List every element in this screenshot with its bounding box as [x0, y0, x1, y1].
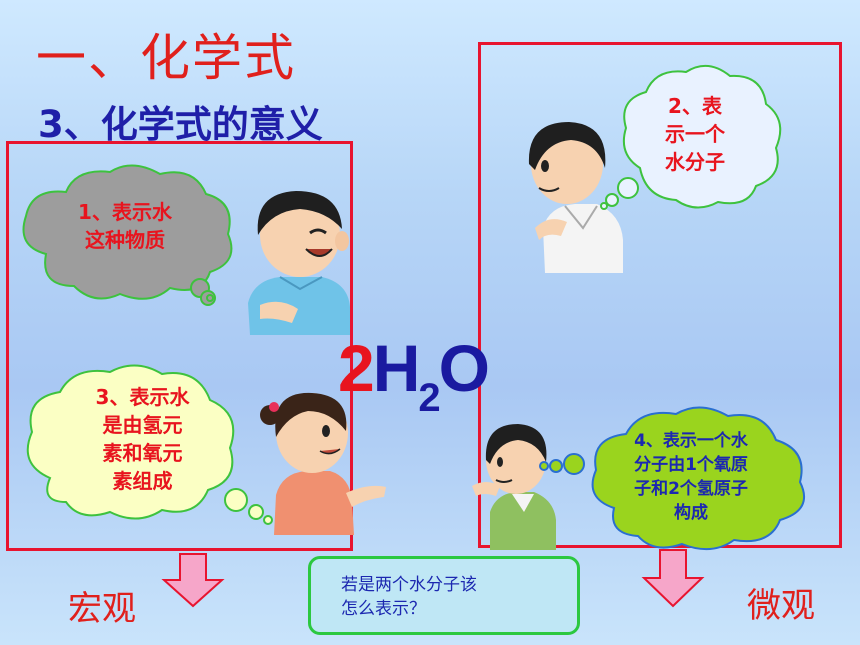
down-arrow-icon	[161, 553, 225, 608]
macro-label: 宏观	[68, 589, 136, 629]
formula-element-o: O	[438, 331, 490, 405]
bubble2-line: 2、表	[668, 93, 722, 118]
bubble3-text: 3、表示水 是由氢元 素和氧元 素组成	[96, 383, 190, 495]
cloud-shape-icon	[26, 364, 273, 525]
bubble2-text: 2、表 示一个 水分子	[665, 92, 725, 176]
bubble1-line: 1、表示水	[78, 200, 172, 224]
bubble4-line: 构成	[674, 503, 708, 523]
cloud-shape-icon	[22, 164, 233, 306]
slide-title: 一、化学式	[36, 29, 296, 87]
question-line: 怎么表示？	[341, 599, 426, 619]
bubble1-line: 这种物质	[84, 228, 165, 252]
question-line: 若是两个水分子该	[341, 575, 477, 595]
chemical-formula: 2H2O	[338, 330, 490, 420]
thought-bubble-macro-substance: 1、表示水 这种物质	[10, 158, 240, 318]
bubble3-line: 3、表示水	[95, 385, 190, 409]
macro-frame	[6, 141, 353, 551]
thought-bubble-micro-molecule: 2、表 示一个 水分子	[600, 58, 790, 213]
thought-bubble-micro-atoms: 4、表示一个水 分子由1个氧原 子和2个氢原子 构成	[538, 398, 826, 556]
bubble2-line: 示一个	[665, 121, 725, 146]
bubble1-text: 1、表示水 这种物质	[78, 198, 172, 254]
bubble3-line: 是由氢元	[102, 413, 183, 437]
bubble4-line: 分子由1个氧原	[634, 455, 748, 475]
bubble4-text: 4、表示一个水 分子由1个氧原 子和2个氢原子 构成	[634, 429, 748, 525]
girl-illustration	[260, 392, 386, 535]
formula-element-h: H	[372, 331, 421, 405]
question-box: 若是两个水分子该 怎么表示？	[308, 556, 580, 635]
boy-thinking-illustration	[528, 122, 623, 273]
slide-subtitle: 3、化学式的意义	[38, 103, 323, 146]
formula-coefficient: 2	[338, 331, 375, 405]
boy-green-vest-illustration	[472, 424, 556, 550]
formula-subscript: 2	[418, 376, 440, 420]
bubble3-line: 素和氧元	[102, 441, 183, 465]
cloud-shape-icon	[600, 65, 782, 210]
thought-bubble-macro-elements: 3、表示水 是由氢元 素和氧元 素组成	[10, 358, 275, 528]
bubble4-line: 4、表示一个水	[634, 431, 748, 451]
bubble2-line: 水分子	[665, 149, 725, 174]
bubble4-line: 子和2个氢原子	[634, 479, 748, 499]
micro-label: 微观	[747, 586, 815, 626]
bubble3-line: 素组成	[112, 469, 173, 493]
cloud-shape-icon	[539, 406, 805, 551]
boy-smiling-illustration	[248, 191, 350, 335]
down-arrow-icon	[641, 549, 705, 608]
